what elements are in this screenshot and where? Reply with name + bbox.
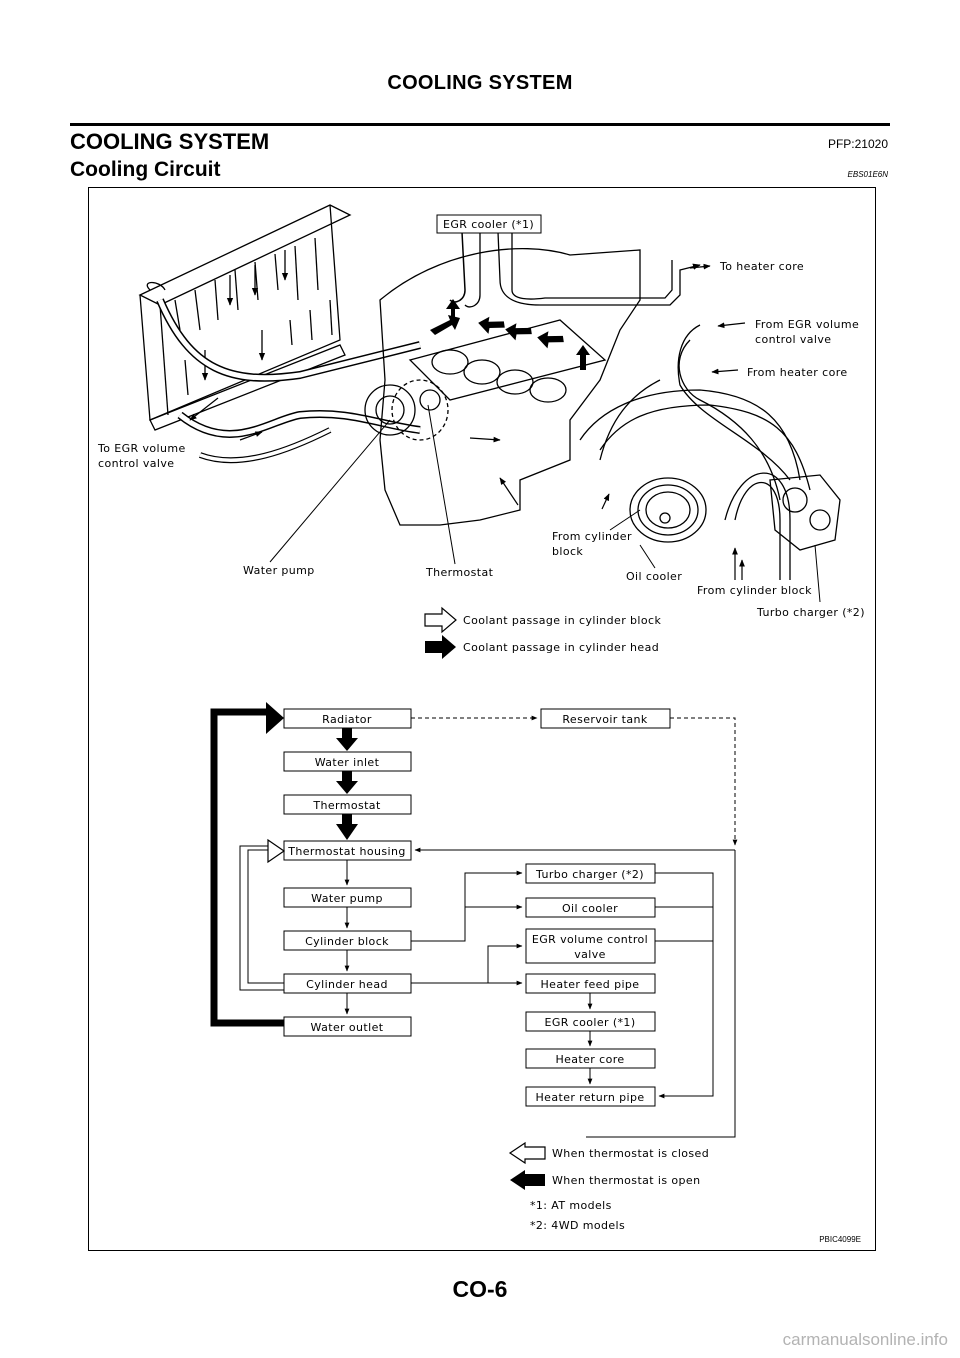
egr-cooler-label-box — [436, 214, 542, 234]
box-heater-return-pipe — [525, 1086, 656, 1107]
fc-oil-cooler: Oil cooler — [562, 902, 618, 915]
section-title: COOLING SYSTEM — [70, 129, 270, 154]
fc-cylinder-head: Cylinder head — [306, 978, 388, 991]
fc-egr-valve-2: valve — [574, 948, 606, 961]
figure-id: PBIC4099E — [819, 1235, 861, 1244]
fc-heater-core: Heater core — [555, 1053, 624, 1066]
fc-thermostat: Thermostat — [312, 799, 381, 812]
label-from-cyl-block-2: block — [552, 545, 583, 558]
fc-turbo-charger: Turbo charger (*2) — [535, 868, 644, 881]
engine-illustration — [138, 204, 841, 580]
fc-heater-feed-pipe: Heater feed pipe — [541, 978, 640, 991]
fc-egr-valve-1: EGR volume control — [532, 933, 648, 946]
label-water-pump: Water pump — [243, 564, 315, 577]
legend-open-arrow-icon — [510, 1170, 545, 1190]
note-2: *2: 4WD models — [530, 1219, 625, 1232]
legend-block-arrow-icon — [424, 606, 457, 634]
fc-egr-cooler: EGR cooler (*1) — [544, 1016, 635, 1029]
fc-reservoir-tank: Reservoir tank — [562, 713, 647, 726]
header-rule — [70, 123, 890, 126]
label-from-cyl-block-full: From cylinder block — [697, 584, 812, 597]
section-code: PFP:21020 — [827, 137, 888, 151]
watermark: carmanualsonline.info — [782, 1330, 948, 1349]
fc-heater-return-pipe: Heater return pipe — [536, 1091, 645, 1104]
label-from-cyl-block-1: From cylinder — [552, 530, 632, 543]
box-egr-valve — [525, 928, 656, 964]
label-from-egr-1: From EGR volume — [755, 318, 859, 331]
closed-path-arrow-icon — [267, 838, 286, 864]
thick-down-arrows — [336, 728, 358, 840]
leader-lines — [269, 404, 821, 603]
legend-head: Coolant passage in cylinder head — [463, 641, 659, 654]
label-to-egr-2: control valve — [98, 457, 174, 470]
label-egr-cooler: EGR cooler (*1) — [443, 218, 534, 231]
page-header: COOLING SYSTEM — [387, 72, 573, 94]
figure-frame: PBIC4099E — [88, 187, 876, 1251]
label-to-heater-core: To heater core — [719, 260, 804, 273]
open-path-line — [210, 708, 284, 1027]
subsection-code: EBS01E6N — [847, 170, 888, 179]
fc-cylinder-block: Cylinder block — [305, 935, 389, 948]
label-thermostat: Thermostat — [425, 566, 494, 579]
legend-head-arrow-icon — [425, 635, 456, 659]
label-from-heater-core: From heater core — [747, 366, 848, 379]
legend-closed: When thermostat is closed — [552, 1147, 709, 1160]
note-1: *1: AT models — [530, 1199, 612, 1212]
label-turbo: Turbo charger (*2) — [756, 606, 865, 619]
legend-closed-arrow-icon — [508, 1141, 546, 1165]
label-to-egr-1: To EGR volume — [97, 442, 186, 455]
label-oil-cooler: Oil cooler — [626, 570, 682, 583]
flow-arrows — [189, 263, 746, 580]
open-path-arrow-icon — [266, 702, 284, 734]
subsection-title: Cooling Circuit — [70, 158, 221, 181]
fc-water-inlet: Water inlet — [315, 756, 380, 769]
page-number: CO-6 — [452, 1276, 508, 1302]
legend-open: When thermostat is open — [552, 1174, 700, 1187]
label-from-egr-2: control valve — [755, 333, 831, 346]
fc-water-pump: Water pump — [311, 892, 383, 905]
legend-block: Coolant passage in cylinder block — [463, 614, 661, 627]
fc-water-outlet: Water outlet — [311, 1021, 384, 1034]
fc-thermostat-housing: Thermostat housing — [287, 845, 405, 858]
flowchart — [239, 708, 738, 1138]
radiator-drawing — [138, 204, 352, 431]
fc-radiator: Radiator — [322, 713, 372, 726]
